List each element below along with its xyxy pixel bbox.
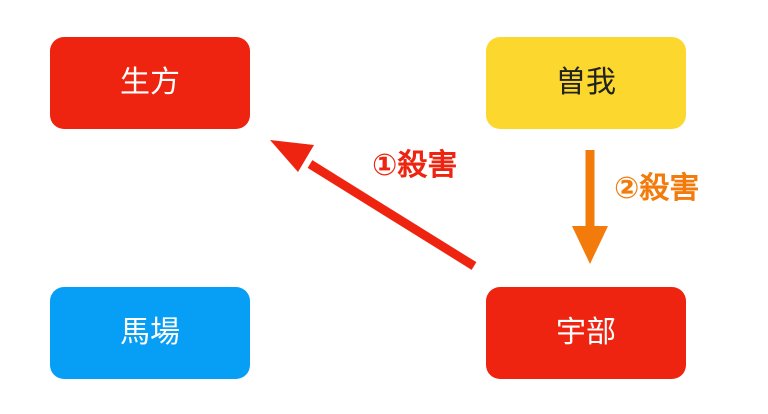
arrow-ube-to-ubu-head: [270, 140, 314, 172]
node-ube-label: 宇部: [556, 315, 616, 350]
node-ubukata-label: 生方: [120, 65, 180, 100]
node-ubukata: 生方: [50, 37, 250, 129]
arrow-ube-to-ubu: [270, 140, 477, 270]
node-ube: 宇部: [486, 287, 686, 379]
node-baba: 馬場: [50, 287, 250, 379]
node-baba-label: 馬場: [120, 315, 180, 350]
arrow-ube-to-ubu-shaft: [307, 160, 477, 270]
node-soga-label: 曽我: [556, 65, 616, 100]
node-soga: 曽我: [486, 37, 686, 129]
arrow-soga-to-ube: [572, 150, 608, 264]
edge-label-1: ①殺害: [372, 148, 458, 183]
arrow-soga-to-ube-head: [572, 226, 608, 264]
edge-label-2: ②殺害: [614, 171, 700, 206]
